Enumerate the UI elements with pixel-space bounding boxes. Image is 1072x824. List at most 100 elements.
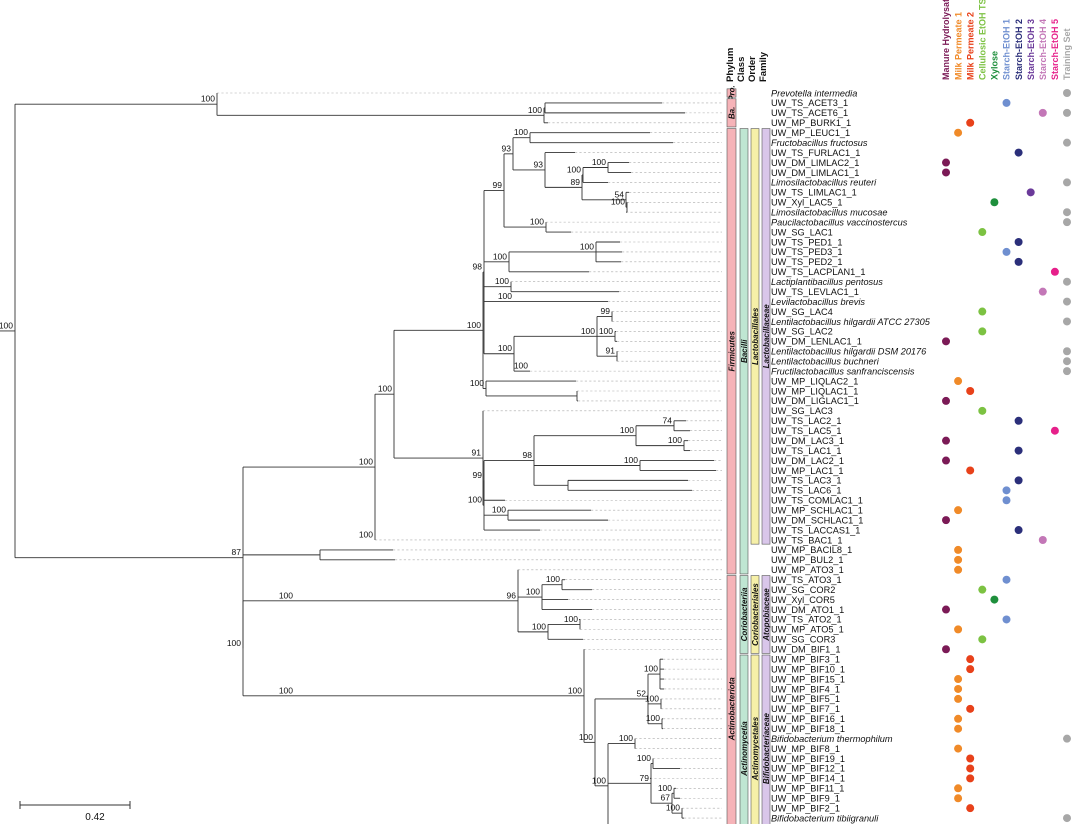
taxonomy-family-label: Atopobiaceae	[762, 588, 771, 642]
sample-dot	[1014, 257, 1023, 266]
tip-label: UW_MP_BIF9_1	[771, 794, 840, 804]
sample-dot	[1026, 188, 1035, 197]
bootstrap-value: 100	[0, 320, 13, 330]
tip-label: UW_MP_LIQLAC2_1	[771, 376, 858, 386]
bootstrap-value: 93	[502, 143, 512, 153]
tip-label: UW_DM_SCHLAC1_1	[771, 515, 863, 525]
sample-dot	[1038, 535, 1047, 544]
taxonomy-header: Phylum	[725, 48, 736, 82]
tip-label: UW_MP_BIF19_1	[771, 754, 845, 764]
bootstrap-value: 100	[514, 127, 528, 137]
sample-dot	[954, 565, 963, 574]
sample-dot	[942, 645, 950, 654]
tip-label: UW_MP_BIF8_1	[771, 744, 840, 754]
sample-dot	[1038, 287, 1047, 296]
sample-dot	[954, 694, 963, 703]
sample-column-header: Milk Permeate 2	[965, 12, 975, 80]
bootstrap-value: 99	[493, 180, 503, 190]
tip-label: Fructobacillus fructosus	[771, 138, 868, 148]
tip-label: UW_MP_LAC1_1	[771, 466, 844, 476]
bootstrap-value: 100	[579, 732, 593, 742]
sample-dot	[990, 198, 999, 207]
bootstrap-value: 100	[567, 164, 581, 174]
sample-column-header: Starch-EtOH 1	[1002, 19, 1012, 80]
sample-dot	[954, 545, 963, 554]
tip-label: Paucilactobacillus vaccinostercus	[771, 217, 908, 227]
tip-label: UW_TS_FURLAC1_1	[771, 148, 860, 158]
sample-dot	[1038, 108, 1047, 117]
tip-label: UW_TS_LACCAS1_1	[771, 525, 860, 535]
leader-lines	[217, 92, 722, 819]
tip-label: UW_TS_LACPLAN1_1	[771, 267, 865, 277]
tip-label: UW_DM_LAC2_1	[771, 456, 844, 466]
bootstrap-value: 100	[532, 621, 546, 631]
tip-label: UW_MP_ATO5_1	[771, 625, 844, 635]
taxonomy-header: Family	[758, 51, 769, 82]
tip-label: UW_TS_BAC1_1	[771, 535, 843, 545]
sample-dot	[1002, 98, 1011, 107]
tip-label: Lentilactobacillus hilgardii ATCC 27305	[771, 317, 931, 327]
sample-dot	[954, 724, 963, 733]
bootstrap-value: 79	[640, 773, 650, 783]
bootstrap-value: 100	[580, 241, 594, 251]
tip-label: UW_MP_SCHLAC1_1	[771, 505, 863, 515]
bootstrap-value: 100	[592, 775, 606, 785]
sample-dot	[942, 436, 950, 445]
tip-label: UW_MP_BIF12_1	[771, 764, 845, 774]
taxonomy-family-label: Lactobacillaceae	[762, 304, 771, 369]
bootstrap-value: 100	[492, 505, 506, 515]
taxonomy-phylum-bar	[726, 88, 737, 98]
tip-label: UW_MP_BIF7_1	[771, 704, 840, 714]
bootstrap-value: 100	[468, 495, 482, 505]
tip-label: UW_MP_BIF11_1	[771, 784, 844, 794]
tip-label: Limosilactobacillus reuteri	[771, 178, 877, 188]
tip-label: Fructilactobacillus sanfranciscensis	[771, 366, 915, 376]
tip-label: UW_MP_BIF10_1	[771, 664, 845, 674]
bootstrap-value: 100	[528, 105, 542, 115]
sample-dot	[954, 684, 963, 693]
bootstrap-value: 91	[472, 448, 482, 458]
sample-dot	[1002, 496, 1011, 505]
sample-dot	[966, 804, 975, 813]
tip-label: UW_SG_COR3	[771, 635, 835, 645]
taxonomy-class-bar	[739, 128, 749, 575]
bootstrap-value: 100	[658, 783, 672, 793]
sample-dot-matrix	[942, 89, 1071, 823]
tip-label: UW_MP_BIF18_1	[771, 724, 845, 734]
sample-dot	[1002, 615, 1011, 624]
tip-label: UW_MP_ATO3_1	[771, 565, 844, 575]
sample-dot	[1063, 89, 1071, 97]
sample-dot	[942, 396, 950, 405]
tip-label: UW_DM_ATO1_1	[771, 605, 844, 615]
bootstrap-value: 100	[495, 276, 509, 286]
sample-dot	[1063, 178, 1071, 187]
sample-dot	[954, 794, 963, 803]
sample-dot	[978, 406, 987, 415]
taxonomy-phylum-bar	[726, 128, 737, 575]
taxonomy-bars: Pro.Ba.FirmicutesActinobacteriotaBacilli…	[726, 85, 771, 824]
sample-dot	[990, 595, 999, 604]
sample-dot	[1063, 357, 1071, 366]
bootstrap-value: 96	[507, 590, 517, 600]
sample-dot	[942, 168, 950, 177]
sample-dot	[978, 327, 987, 336]
sample-column-header: Manure Hydrolysate	[941, 0, 951, 80]
sample-dot	[942, 516, 950, 525]
tip-label: UW_DM_LENLAC1_1	[771, 337, 862, 347]
tip-label: Lentilactobacillus hilgardii DSM 20176	[771, 347, 927, 357]
sample-column-header: Starch-EtOH 4	[1038, 19, 1048, 80]
tip-label: UW_TS_COMLAC1_1	[771, 496, 863, 506]
sample-dot	[978, 228, 987, 237]
sample-column-header: Xylose	[990, 51, 1000, 80]
bootstrap-value: 100	[201, 94, 215, 104]
bootstrap-value: 54	[615, 189, 625, 199]
tip-label: UW_TS_ACET3_1	[771, 98, 848, 108]
sample-dot	[966, 118, 975, 127]
tip-label: UW_TS_ATO3_1	[771, 575, 842, 585]
taxonomy-order-bar	[750, 575, 760, 654]
tree-branches	[0, 93, 716, 824]
bootstrap-value: 100	[498, 343, 512, 353]
tip-label: UW_MP_BURK1_1	[771, 118, 851, 128]
tip-label: UW_TS_PED3_1	[771, 247, 843, 257]
